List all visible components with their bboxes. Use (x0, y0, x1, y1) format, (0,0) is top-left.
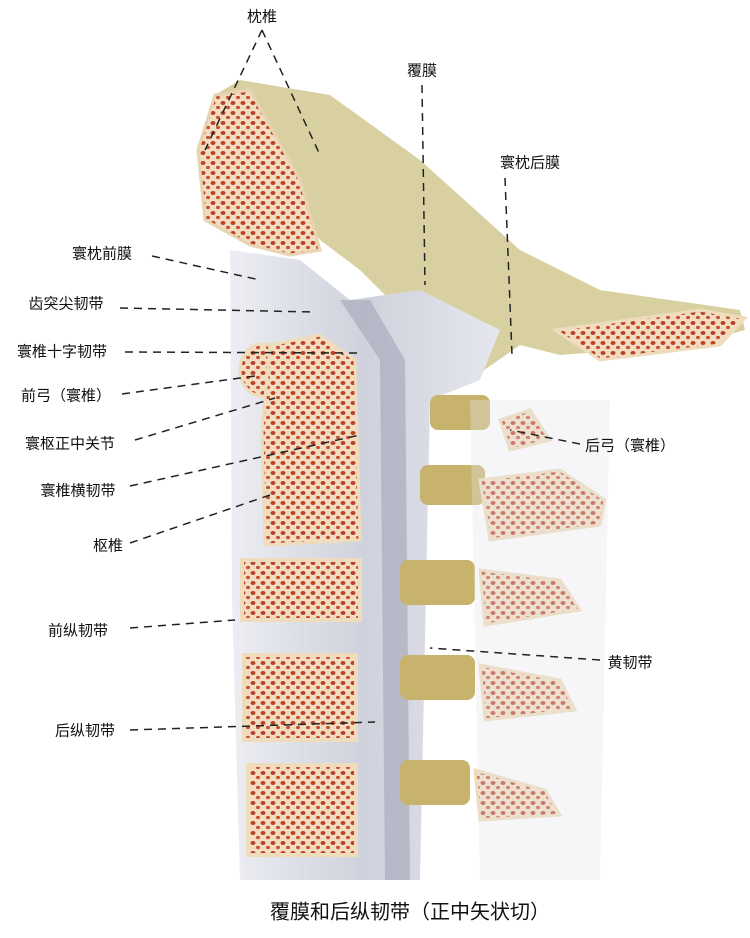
label-apical-ligament: 齿突尖韧带 (28, 294, 104, 313)
spinous-c4 (478, 663, 578, 722)
posterior-arch-atlas (498, 408, 553, 452)
occipital-squama-cut (550, 308, 748, 362)
label-cruciform-ligament: 寰椎十字韧带 (16, 342, 108, 361)
vertebral-body-c4 (242, 653, 358, 742)
label-anterior-longitudinal-ligament: 前纵韧带 (47, 621, 109, 640)
figure-caption: 覆膜和后纵韧带（正中矢状切） (270, 899, 550, 924)
occipital-bone (215, 80, 745, 380)
label-tectorial-membrane: 覆膜 (406, 61, 438, 80)
spinous-c5 (473, 767, 563, 822)
spinous-c3 (478, 568, 583, 627)
label-posterior-atlanto-occipital-membrane: 寰枕后膜 (499, 153, 561, 172)
axis-body (260, 333, 362, 547)
label-median-atlantoaxial-joint: 寰枢正中关节 (24, 434, 116, 453)
spinous-c2 (478, 468, 607, 542)
leader-lines (119, 29, 601, 731)
label-posterior-arch-atlas: 后弓（寰椎） (584, 436, 676, 455)
label-occipital: 枕椎 (246, 7, 278, 26)
basiocciput (196, 88, 322, 257)
vertebral-body-c5 (246, 763, 358, 857)
label-anterior-atlanto-occipital-membrane: 寰枕前膜 (71, 244, 133, 263)
label-posterior-longitudinal-ligament: 后纵韧带 (54, 721, 116, 740)
dural-band (340, 300, 410, 880)
label-anterior-arch-atlas: 前弓（寰椎） (20, 386, 112, 405)
label-axis: 枢椎 (92, 536, 124, 555)
label-ligamenta-flava: 黄韧带 (607, 653, 653, 672)
vertebral-body-c3 (240, 558, 362, 622)
ligamenta-flava (400, 395, 490, 805)
label-transverse-ligament: 寰椎横韧带 (40, 481, 116, 500)
